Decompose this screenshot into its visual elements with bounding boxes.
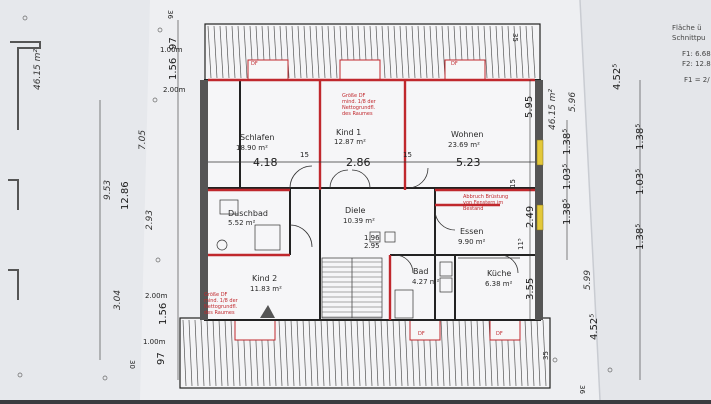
room-wohnen-name: Wohnen: [451, 130, 483, 139]
dim-bot-36: 36: [578, 385, 586, 394]
dim-far-right: 1.38⁵ 1.03⁵ 1.38⁵ 4.52⁵ 4.52⁵: [589, 64, 646, 380]
note-df-3: DF: [418, 331, 425, 337]
note-window-2: von Fenstern im: [463, 200, 503, 206]
dim-v-115: 11⁵: [517, 238, 525, 250]
legend-f1: F1: 6.68: [682, 50, 711, 58]
dim-left-156-top: 1.56: [168, 58, 179, 80]
note-dormer-top-3: Nettogrundfl.: [342, 105, 376, 111]
room-diele-name: Diele: [345, 206, 366, 215]
legend-line-1: Fläche ü: [672, 24, 702, 32]
hand-left-4: 9.53: [103, 180, 113, 200]
dim-v-355: 3.55: [525, 278, 536, 300]
room-kind2-name: Kind 2: [252, 274, 277, 283]
area-legend: Fläche ü Schnittpu F1: 6.68 F2: 12.8 F1 …: [672, 24, 711, 84]
dim-left-1m-a: 1.00m: [160, 46, 183, 54]
dim-left-97-top: 97: [168, 37, 179, 50]
dim-mid-1: 1.38⁵: [562, 199, 573, 225]
paper-left: [0, 0, 180, 400]
hand-left-1: 7.05: [138, 130, 148, 150]
note-dormer-top-2: mind. 1/8 der: [342, 99, 377, 105]
note-dormer-bottom-3: Nettogrundfl.: [204, 304, 238, 310]
dim-stair-b: 1.96: [364, 234, 380, 242]
room-duschbad-area: 5.52 m²: [228, 219, 256, 227]
legend-f2: F2: 12.8: [682, 60, 711, 68]
hand-left-3: 3.04: [113, 290, 123, 310]
handwriting-right: 46.15 m² 5.96 5.99: [548, 89, 593, 290]
dim-v-595: 5.95: [524, 96, 535, 118]
room-bad-area: 4.27 m²: [412, 278, 440, 286]
left-sheet-drawings: [8, 41, 41, 300]
dim-mid-right: 1.38⁵ 1.03⁵ 1.38⁵: [562, 120, 573, 260]
legend-line-2: Schnittpu: [672, 34, 705, 42]
dim-h-4: 15: [403, 151, 412, 159]
note-df-2: DF: [451, 61, 458, 67]
red-notes: Größe DF mind. 1/8 der Nettogrundfl. des…: [204, 61, 508, 337]
room-kind1-area: 12.87 m²: [334, 138, 366, 146]
note-dormer-top-4: des Raumes: [342, 111, 373, 117]
room-kueche-area: 6.38 m²: [485, 280, 513, 288]
dim-left-2m-b: 2.00m: [145, 292, 168, 300]
dim-far-3: 1.38⁵: [635, 124, 646, 150]
dim-left-156-bottom: 1.56: [158, 303, 169, 325]
room-kind1-name: Kind 1: [336, 128, 361, 137]
dim-h-3: 2.86: [346, 156, 371, 169]
room-schlafen-area: 18.90 m²: [236, 144, 268, 152]
room-essen-area: 9.90 m²: [458, 238, 486, 246]
dim-left-1m-b: 1.00m: [143, 338, 166, 346]
room-wohnen-area: 23.69 m²: [448, 141, 480, 149]
staircase: [321, 257, 383, 319]
note-dormer-bottom-4: des Raumes: [204, 310, 235, 316]
dim-bot-35: 35: [542, 351, 550, 360]
dim-left-total: 12.86: [120, 181, 131, 210]
room-bad-name: Bad: [413, 267, 428, 276]
dim-row-horizontal: 4.18 15 2.86 15 5.23: [208, 151, 535, 169]
note-df-1: DF: [251, 61, 258, 67]
room-kind2-area: 11.83 m²: [250, 285, 282, 293]
dim-v-15: 15: [509, 179, 517, 188]
note-dormer-top-1: Größe DF: [342, 93, 366, 99]
dim-stair-a: 2.95: [364, 242, 380, 250]
note-df-4: DF: [496, 331, 503, 337]
dim-v-249: 2.49: [525, 206, 536, 228]
hand-right-2: 5.99: [583, 270, 593, 290]
dim-left: 1.56 97 1.56 97 1.00m 2.00m 2.00m 1.00m …: [99, 20, 186, 380]
dim-mid-2: 1.03⁵: [562, 164, 573, 190]
dim-h-1: 4.18: [253, 156, 278, 169]
dim-far-2: 1.03⁵: [635, 169, 646, 195]
dim-far-1: 1.38⁵: [635, 224, 646, 250]
room-duschbad-name: Duschbad: [228, 209, 268, 218]
note-dormer-bottom-2: mind. 1/8 der: [204, 298, 239, 304]
dim-left-2m-a: 2.00m: [163, 86, 186, 94]
room-kueche-name: Küche: [487, 269, 511, 278]
dim-bot-30: 30: [128, 360, 136, 369]
room-labels: Schlafen 18.90 m² Kind 1 12.87 m² Wohnen…: [228, 128, 513, 293]
hand-right-area: 46.15 m²: [548, 89, 558, 130]
dim-h-2: 15: [300, 151, 309, 159]
left-handwriting: 46.15 m²: [33, 49, 43, 90]
building: [179, 23, 551, 389]
note-window-1: Abbruch Brüstung: [463, 194, 508, 200]
dim-top-35: 35: [511, 33, 519, 42]
room-schlafen-name: Schlafen: [240, 133, 274, 142]
dim-right-vertical: 5.95 15 2.49 11⁵ 3.55: [509, 80, 536, 320]
edge-markers: [17, 15, 613, 381]
note-dormer-bottom-1: Größe DF: [204, 292, 228, 298]
dim-far-total: 4.52⁵: [612, 64, 623, 90]
room-essen-name: Essen: [460, 227, 483, 236]
dim-h-5: 5.23: [456, 156, 481, 169]
legend-f3: F1 = 2/: [684, 76, 710, 84]
dim-far-total-bottom: 4.52⁵: [589, 314, 600, 340]
dim-mid-3: 1.38⁵: [562, 129, 573, 155]
hand-left-2: 2.93: [145, 210, 155, 230]
room-diele-area: 10.39 m²: [343, 217, 375, 225]
dim-top-36: 36: [166, 10, 174, 19]
hand-right-1: 5.96: [568, 92, 578, 112]
note-window-3: Bestand: [463, 206, 483, 212]
paper-right: [580, 0, 711, 400]
dim-left-97-bottom: 97: [156, 352, 167, 365]
